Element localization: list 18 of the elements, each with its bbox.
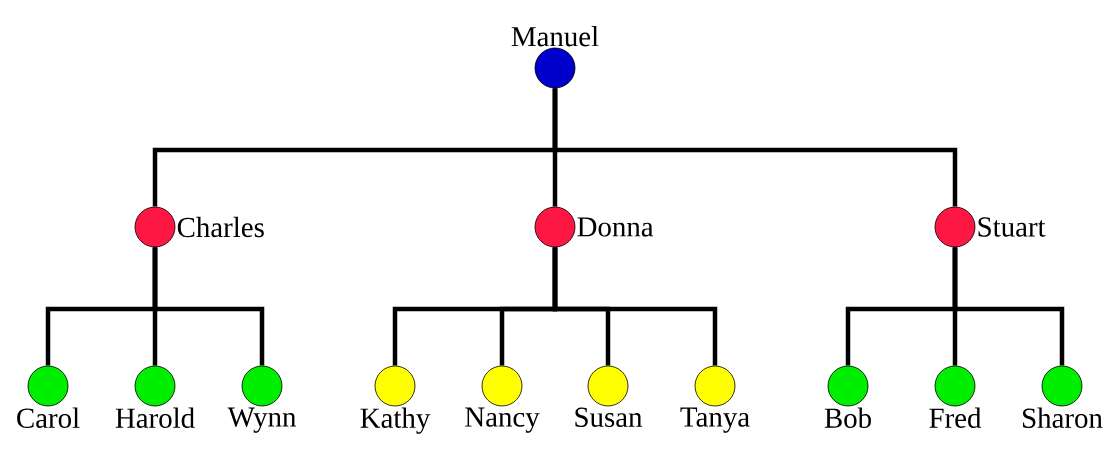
name-label: Stuart — [978, 217, 1046, 237]
tree-connector — [552, 88, 958, 207]
name-label: Bob — [824, 407, 871, 428]
name-label: Wynn — [227, 407, 296, 433]
name-label: Charles — [177, 216, 264, 238]
name-label: Carol — [17, 407, 80, 428]
name-label: Nancy — [465, 407, 540, 433]
tree-connector — [152, 247, 265, 366]
name-label: Tanya — [680, 407, 750, 433]
tree-connector — [952, 247, 1065, 366]
tree-connector — [552, 247, 718, 366]
name-label: Donna — [577, 217, 654, 237]
name-label: Fred — [929, 407, 982, 428]
name-label: Susan — [575, 407, 643, 427]
name-label: Harold — [115, 407, 195, 428]
name-label: Manuel — [511, 26, 599, 47]
name-label: Sharon — [1023, 407, 1103, 428]
name-label: Kathy — [360, 407, 431, 434]
